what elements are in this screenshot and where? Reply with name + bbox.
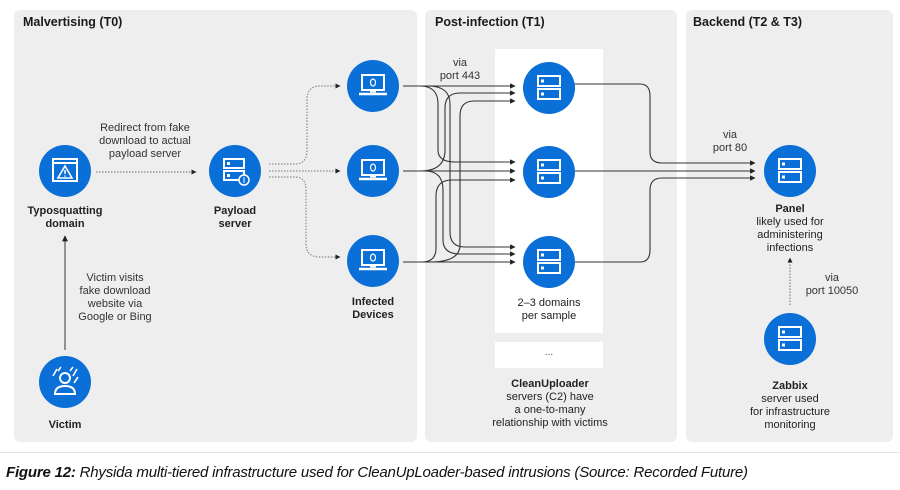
figure-caption-text: Rhysida multi-tiered infrastructure used… xyxy=(75,464,748,481)
port-80-note: via port 80 xyxy=(712,129,748,154)
zabbix-label: Zabbix server used for infrastructure mo… xyxy=(749,380,831,431)
c2-more-box xyxy=(495,342,603,368)
c2-server-node xyxy=(523,236,575,288)
panel-label: Panel likely used for administering infe… xyxy=(756,203,824,254)
port-443-note: via port 443 xyxy=(439,57,481,82)
server-bug-icon xyxy=(223,158,250,186)
infected-device-node xyxy=(347,145,399,197)
server-icon xyxy=(537,75,561,100)
redirect-note: Redirect from fake download to actual pa… xyxy=(99,122,191,160)
c2-more-ellipsis: ... xyxy=(544,347,554,358)
panel-title-t2: Backend (T2 & T3) xyxy=(693,15,803,29)
c2-server-node xyxy=(523,62,575,114)
infected-devices-label: Infected Devices xyxy=(351,296,395,321)
typosquatting-node xyxy=(39,145,91,197)
panel-title-t0: Malvertising (T0) xyxy=(23,15,123,29)
figure-number: Figure 12: xyxy=(6,464,76,481)
victim-visit-note: Victim visits fake download website via … xyxy=(78,272,152,323)
person-icon xyxy=(52,366,79,395)
c2-domains-label: 2–3 domains per sample xyxy=(517,297,581,322)
laptop-bug-icon xyxy=(359,249,387,271)
c2-caption: CleanUploader servers (C2) have a one-to… xyxy=(492,378,608,429)
port-10050-note: via port 10050 xyxy=(805,272,859,297)
figure-caption: Figure 12: Rhysida multi-tiered infrastr… xyxy=(6,464,748,481)
laptop-bug-icon xyxy=(359,159,387,181)
infected-device-node xyxy=(347,235,399,287)
victim-label: Victim xyxy=(48,419,82,431)
laptop-bug-icon xyxy=(359,74,387,96)
payload-server-node xyxy=(209,145,261,197)
payload-server-label: Payload server xyxy=(213,205,257,230)
typosquatting-label: Typosquatting domain xyxy=(27,205,103,230)
server-icon xyxy=(778,158,802,183)
zabbix-server-node xyxy=(764,313,816,365)
panel-title-t1: Post-infection (T1) xyxy=(435,15,545,29)
c2-server-node xyxy=(523,146,575,198)
infected-device-node xyxy=(347,60,399,112)
server-icon xyxy=(537,159,561,184)
victim-node xyxy=(39,356,91,408)
server-icon xyxy=(778,326,802,351)
warning-window-icon xyxy=(52,158,78,182)
caption-divider xyxy=(0,452,900,453)
server-icon xyxy=(537,249,561,274)
panel-server-node xyxy=(764,145,816,197)
